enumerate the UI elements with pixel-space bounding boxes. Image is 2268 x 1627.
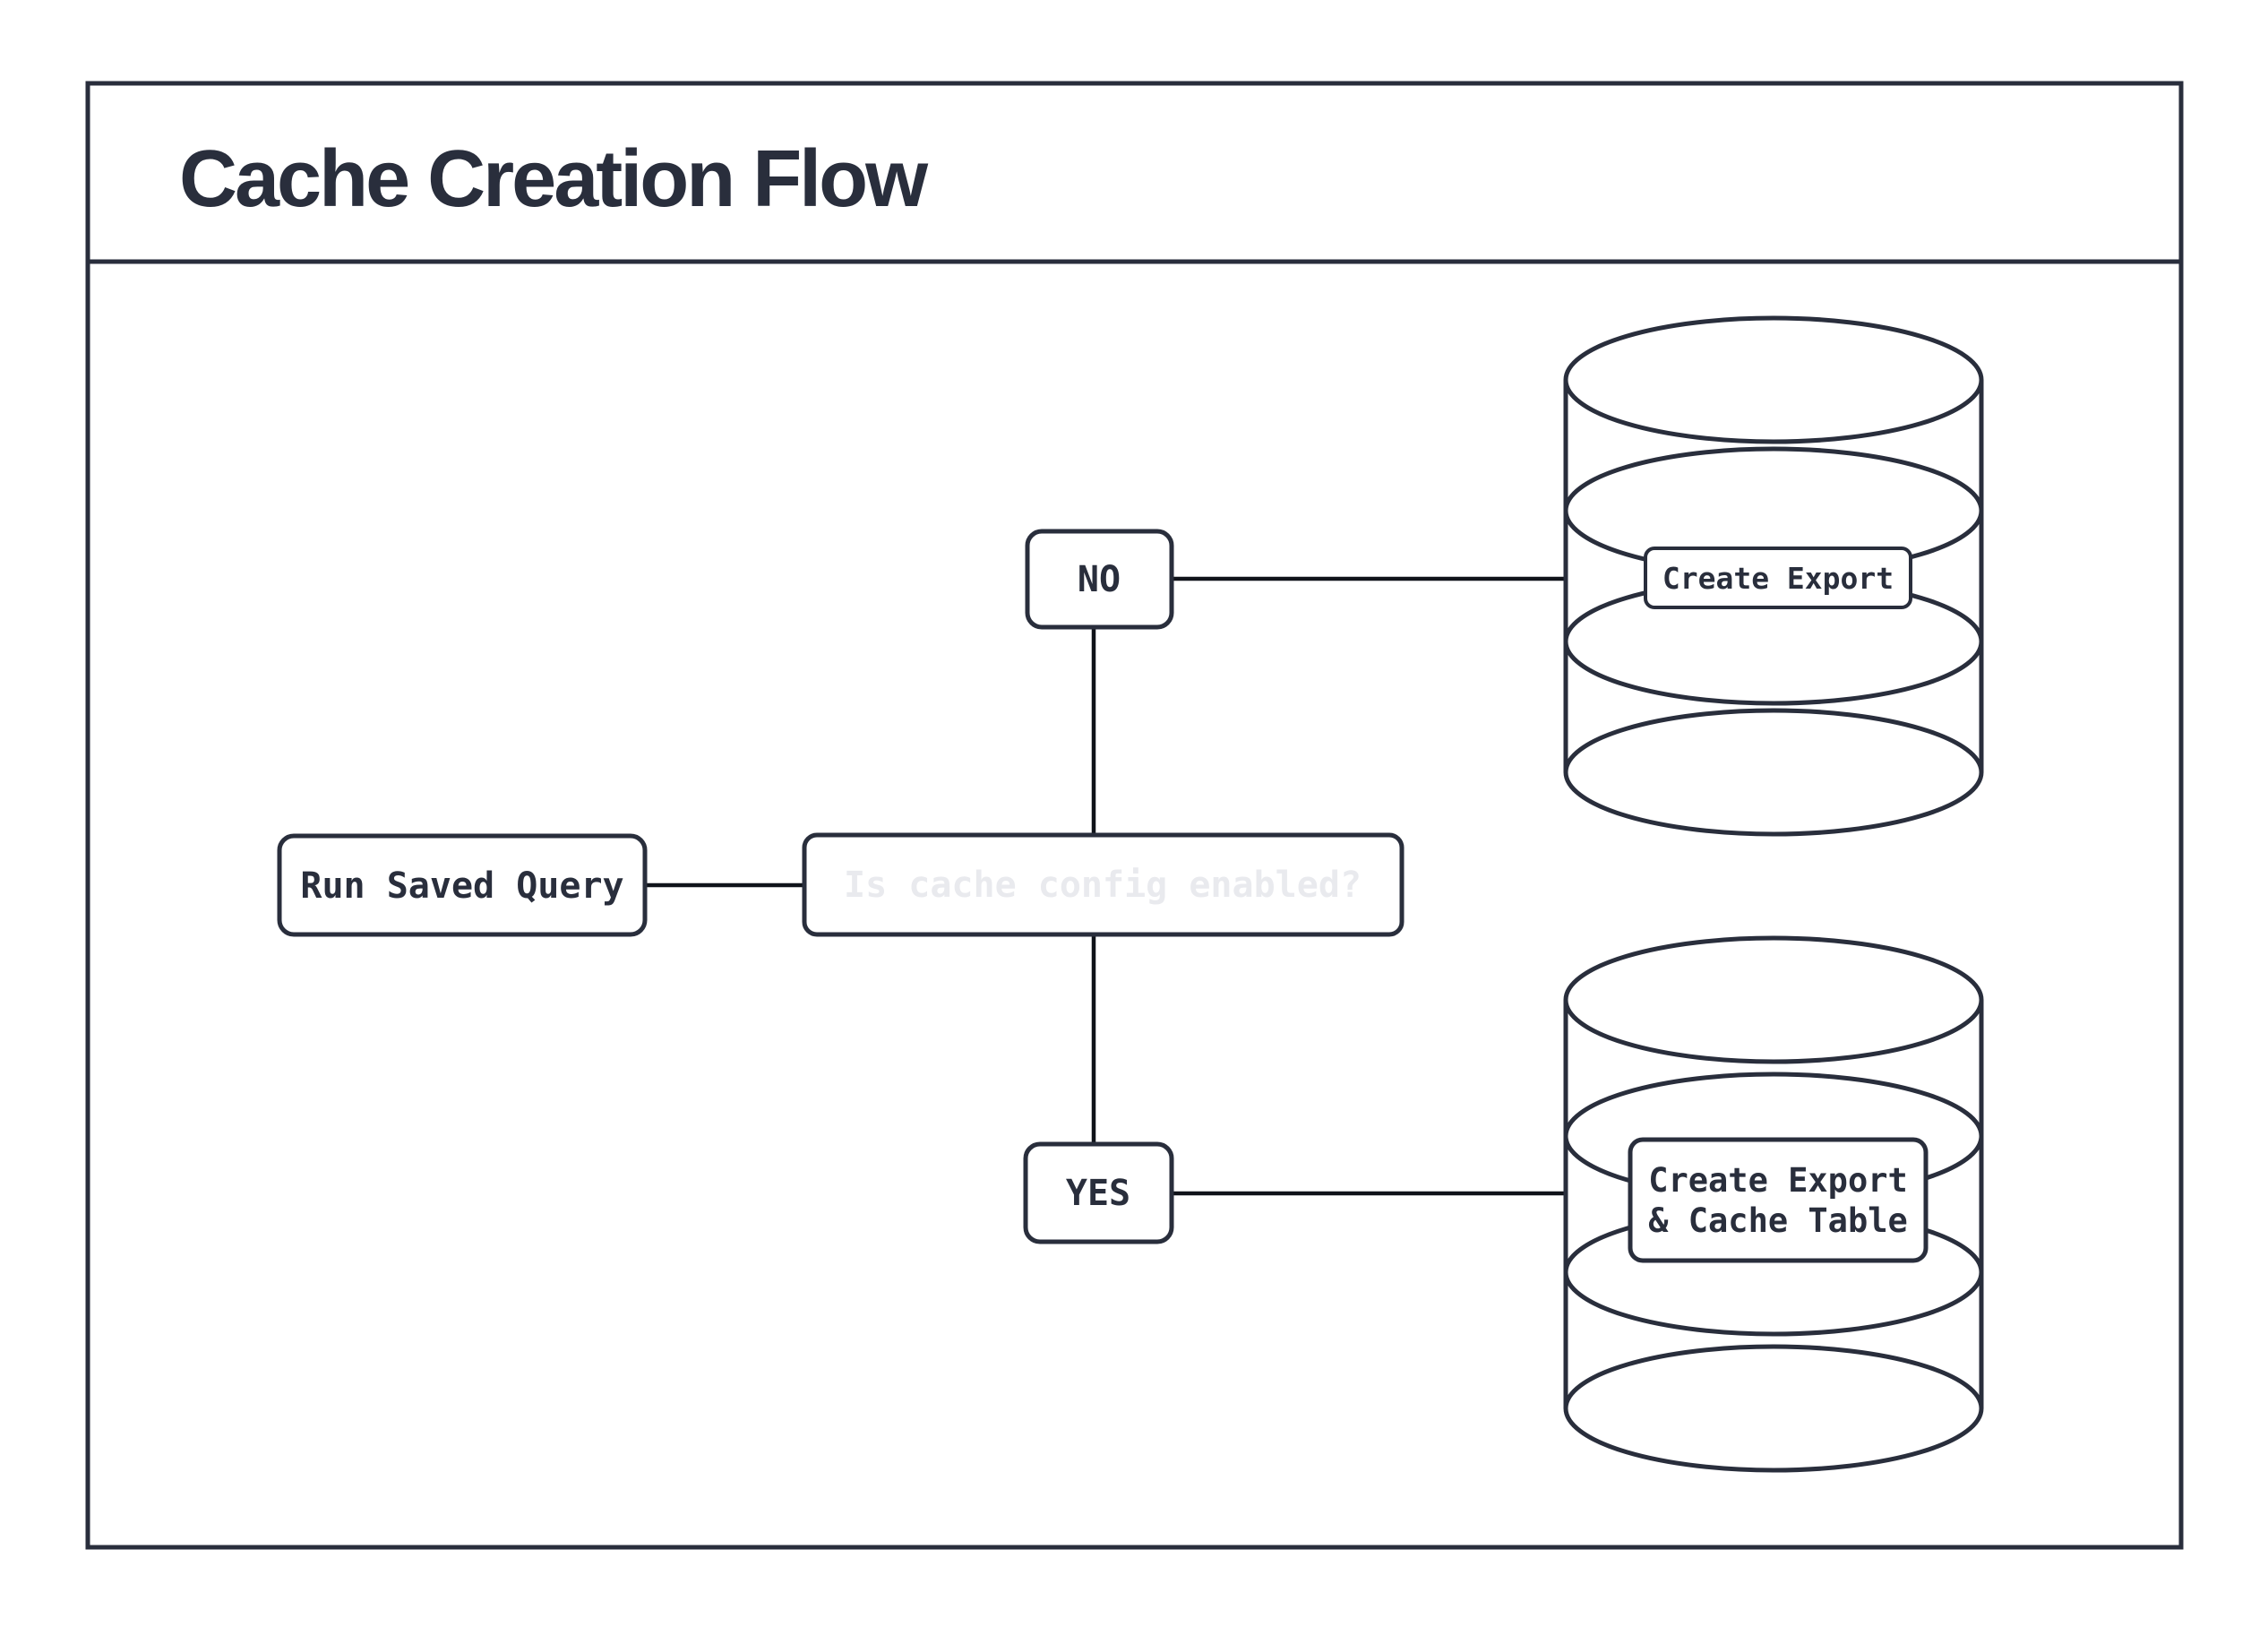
cache-config-decision-label: Is cache config enabled? (844, 865, 1362, 906)
create-export-label-box (1644, 547, 1912, 609)
flow-node-run-saved-query: Run Saved Query (277, 833, 648, 937)
db-label-create-export: Create Export (1644, 547, 1912, 609)
create-export-cache-label-line2: & Cache Table (1648, 1201, 1908, 1240)
database-icon-create-export (1563, 315, 1984, 837)
cylinder-top-ellipse (1563, 935, 1984, 1064)
create-export-cache-label-line1: Create Export (1648, 1161, 1908, 1200)
flow-node-cache-config-decision: Is cache config enabled? (802, 832, 1405, 937)
flow-node-branch-no: NO (1025, 529, 1174, 630)
run-saved-query-box (277, 833, 648, 937)
cache-config-decision-box (802, 832, 1405, 937)
create-export-label: Create Export (1662, 561, 1894, 596)
flow-node-branch-yes: YES (1023, 1141, 1174, 1244)
cylinder-top-ellipse (1563, 315, 1984, 444)
cylinder-ring (1563, 708, 1984, 837)
db-label-create-export-cache-table: Create Export & Cache Table (1628, 1137, 1929, 1263)
cylinder-ring (1563, 1344, 1984, 1473)
branch-no-label: NO (1078, 559, 1121, 600)
branch-yes-label: YES (1066, 1173, 1130, 1214)
page-title: Cache Creation Flow (179, 134, 929, 224)
branch-yes-box (1023, 1141, 1174, 1244)
create-export-cache-label-box (1628, 1137, 1929, 1263)
run-saved-query-label: Run Saved Query (300, 865, 623, 907)
diagram-frame (85, 81, 2184, 1550)
branch-no-box (1025, 529, 1174, 630)
connectors (645, 576, 1568, 1196)
